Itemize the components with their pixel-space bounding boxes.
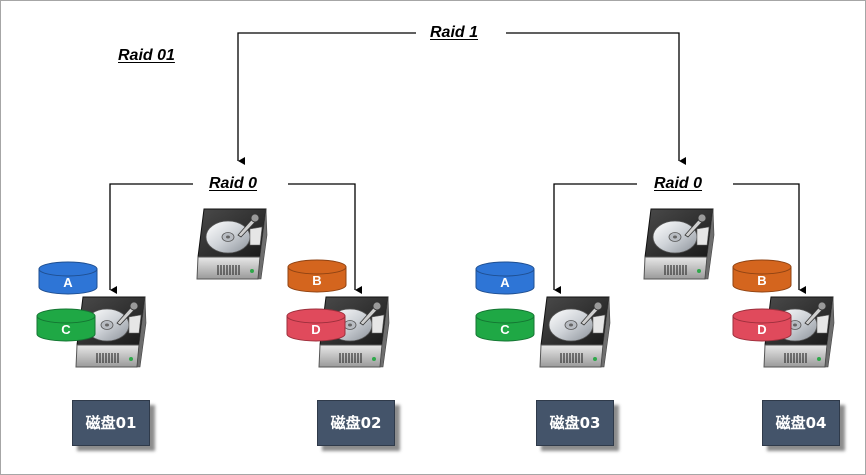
cylinder-icon (38, 261, 98, 295)
cylinder-icon (286, 308, 346, 342)
disk01-label: 磁盘01 (72, 400, 150, 446)
raid1-to-right-raid0-arrow (506, 32, 686, 165)
block-label: C (61, 322, 71, 337)
raid0-left-label: Raid 0 (205, 174, 262, 194)
raid0-right-label: Raid 0 (650, 174, 707, 194)
disk01-block-a: A (38, 261, 98, 295)
cylinder-icon (732, 259, 792, 293)
cylinder-icon (475, 261, 535, 295)
left-raid0-to-disk02-arrow (288, 183, 362, 294)
disk01-block-c: C (36, 308, 96, 342)
cylinder-icon (475, 308, 535, 342)
raid1-to-left-raid0-arrow (237, 32, 416, 165)
disk03-block-c: C (475, 308, 535, 342)
cylinder-icon (36, 308, 96, 342)
raid1-label: Raid 1 (426, 23, 483, 43)
block-label: D (311, 322, 321, 337)
disk04-block-d: D (732, 308, 792, 342)
disk03-hdd-icon (537, 293, 613, 369)
block-label: B (757, 273, 767, 288)
right-raid0-to-disk03-arrow (553, 183, 637, 294)
disk02-block-d: D (286, 308, 346, 342)
block-label: C (500, 322, 510, 337)
raid0-left-hdd-icon (194, 205, 270, 281)
raid01-label: Raid 01 (114, 46, 179, 66)
disk02-label: 磁盘02 (317, 400, 395, 446)
disk03-label: 磁盘03 (536, 400, 614, 446)
disk02-block-b: B (287, 259, 347, 293)
block-label: B (312, 273, 322, 288)
right-raid0-to-disk04-arrow (733, 183, 806, 294)
raid0-right-hdd-icon (641, 205, 717, 281)
block-label: A (63, 275, 73, 290)
left-raid0-to-disk01-arrow (109, 183, 193, 294)
cylinder-icon (732, 308, 792, 342)
disk03-block-a: A (475, 261, 535, 295)
disk04-label: 磁盘04 (762, 400, 840, 446)
cylinder-icon (287, 259, 347, 293)
disk04-block-b: B (732, 259, 792, 293)
block-label: D (757, 322, 767, 337)
block-label: A (500, 275, 510, 290)
